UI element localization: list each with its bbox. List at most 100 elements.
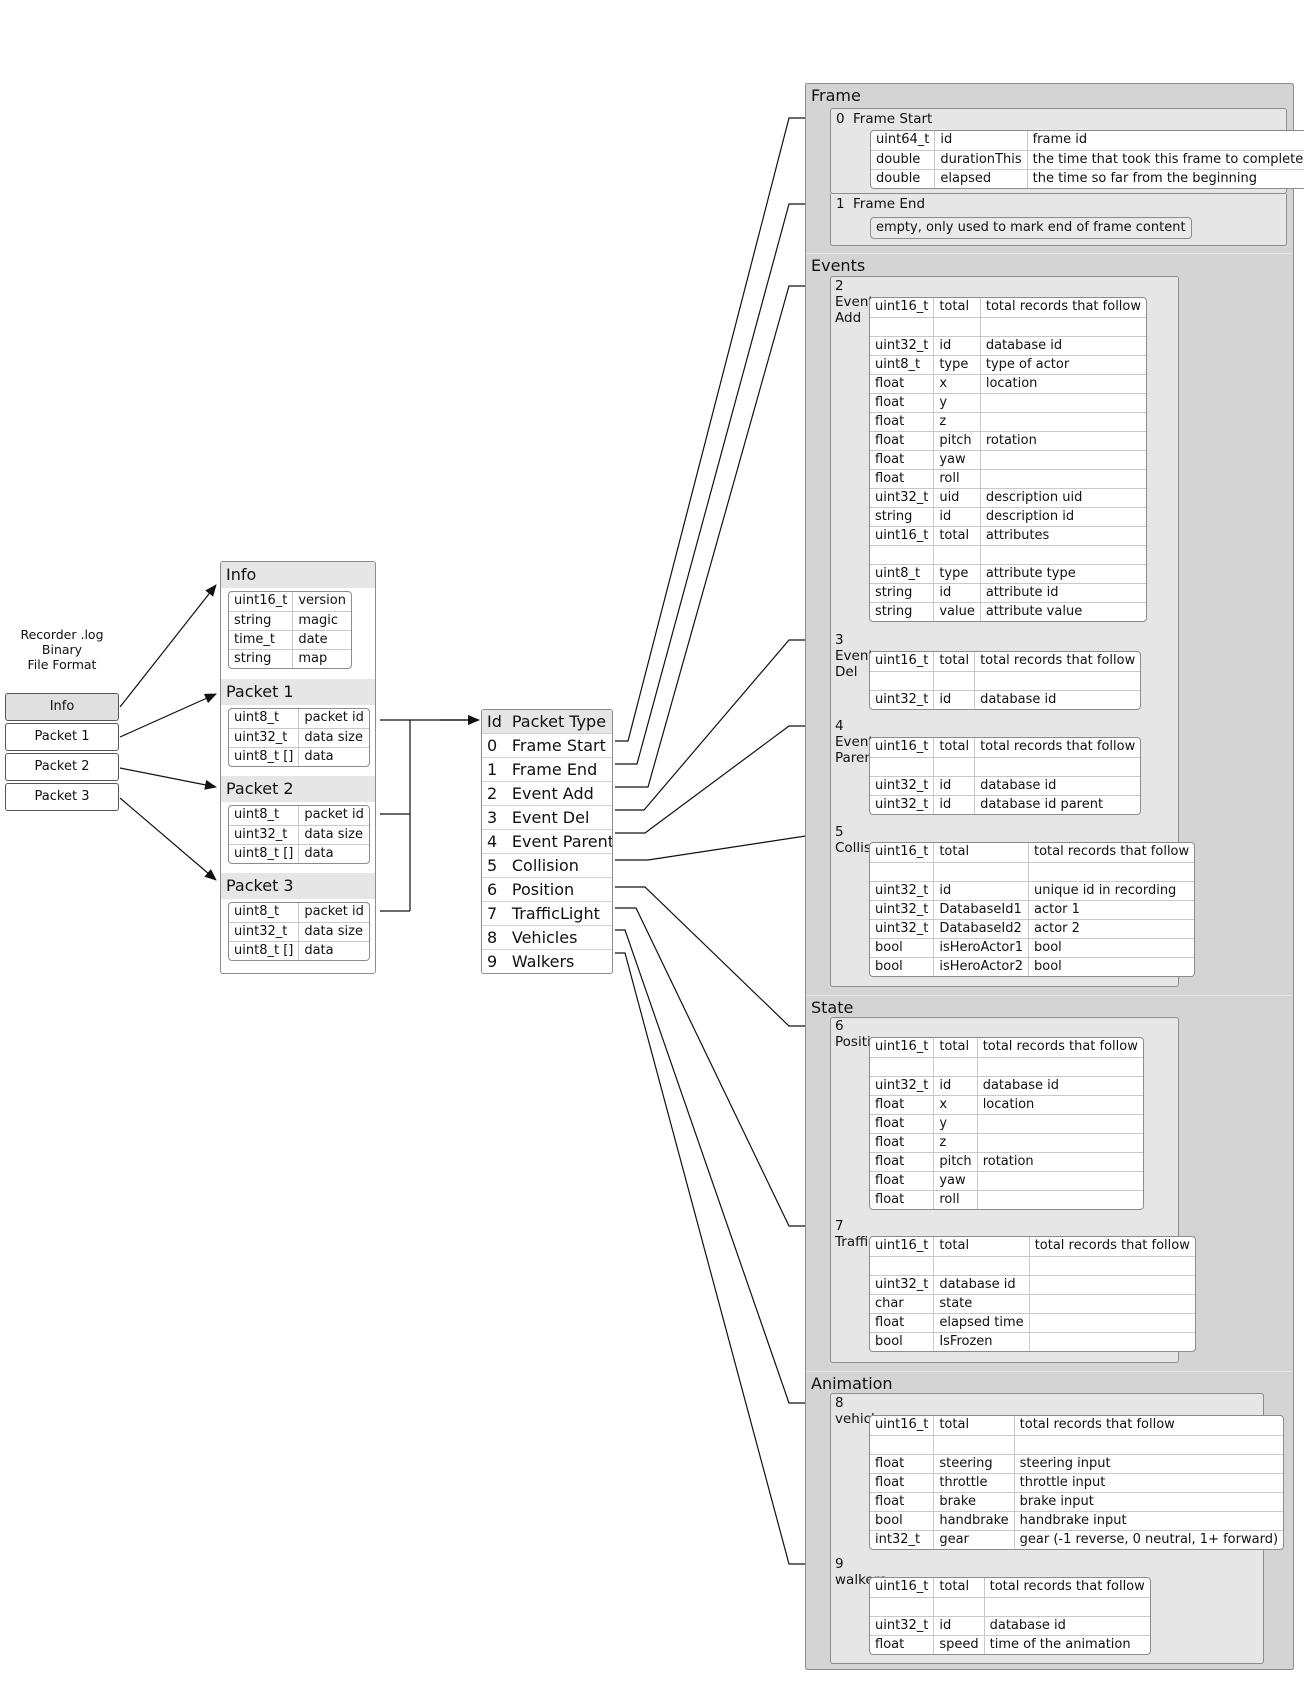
table-cell xyxy=(976,1170,1143,1191)
table-cell: Event Del xyxy=(506,805,612,830)
table-cell: data xyxy=(298,843,369,863)
table-cell xyxy=(976,1056,1143,1077)
table-cell: database id parent xyxy=(974,794,1141,814)
arrow-frame-start xyxy=(615,113,833,742)
table-cell: 7 xyxy=(482,901,507,926)
arrow-walkers xyxy=(615,952,833,1569)
table-cell: uint32_t xyxy=(870,775,935,796)
table-cell: gear (-1 reverse, 0 neutral, 1+ forward) xyxy=(1013,1529,1284,1549)
table-cell xyxy=(1027,861,1195,882)
file-box-packet-3[interactable]: Packet 3 xyxy=(5,783,119,811)
table-cell: uint32_t xyxy=(870,689,935,709)
table-cell xyxy=(1028,1331,1195,1351)
table-cell: TrafficLight xyxy=(506,901,612,926)
table-cell: Id xyxy=(482,710,507,734)
table-cell: string xyxy=(870,582,935,603)
table-cell xyxy=(979,316,1147,337)
table-cell: time_t xyxy=(229,629,294,650)
table-cell: uint32_t xyxy=(870,1615,935,1636)
table-cell: uint16_t xyxy=(870,738,935,758)
table-cell: DatabaseId1 xyxy=(933,899,1029,920)
table-cell: data size xyxy=(298,921,369,942)
section-title-frame: Frame xyxy=(811,86,861,105)
table-cell: pitch xyxy=(933,430,981,451)
table-cell: speed xyxy=(933,1634,985,1654)
file-box-packet-2[interactable]: Packet 2 xyxy=(5,753,119,781)
table-cell: x xyxy=(933,1094,978,1115)
table-cell: bool xyxy=(870,1331,935,1351)
table-cell: id xyxy=(934,131,1028,151)
packet-title: 8 xyxy=(835,1395,844,1411)
table-cell xyxy=(870,1056,935,1077)
table-row xyxy=(870,756,1141,777)
table-cell: double xyxy=(871,168,936,188)
table-cell xyxy=(933,1056,978,1077)
table-cell: Collision xyxy=(506,853,612,878)
arrow-info xyxy=(119,584,217,708)
table-cell: float xyxy=(870,411,935,432)
file-box-packet-1[interactable]: Packet 1 xyxy=(5,723,119,751)
table-cell: Packet Type xyxy=(506,710,612,734)
table-cell: 3 xyxy=(482,805,507,830)
table-cell: bool xyxy=(870,956,935,976)
table-cell xyxy=(974,756,1141,777)
table-row xyxy=(870,1596,1150,1617)
table-cell: date xyxy=(292,629,351,650)
table-cell: uint32_t xyxy=(229,824,300,845)
table-cell xyxy=(933,1255,1030,1276)
table-cell xyxy=(870,670,935,691)
table-cell: database id xyxy=(974,689,1141,709)
table-cell: rotation xyxy=(976,1151,1143,1172)
table-cell: roll xyxy=(933,1189,978,1209)
packet-title: 5 xyxy=(835,824,844,840)
table-cell: throttle xyxy=(933,1472,1015,1493)
table-cell: uint8_t xyxy=(870,354,935,375)
table-cell: location xyxy=(976,1094,1143,1115)
table-cell: string xyxy=(870,601,935,621)
table-cell: elapsed time xyxy=(933,1312,1030,1333)
table-cell: uint16_t xyxy=(870,1416,935,1436)
arrow-event-del xyxy=(615,635,833,811)
arrow-collision xyxy=(615,828,833,861)
table-cell: id xyxy=(933,775,976,796)
section-title-events: Events xyxy=(811,256,866,275)
table-cell: the time so far from the beginning xyxy=(1026,168,1304,188)
packet-title: 4Event Parent xyxy=(835,718,878,766)
table-cell: float xyxy=(870,1189,935,1209)
table-cell: bool xyxy=(1027,956,1195,976)
packet-title: 3Event Del xyxy=(835,632,874,680)
table-cell: string xyxy=(229,610,294,631)
sections-border xyxy=(805,83,1294,1670)
table-cell: id xyxy=(933,582,981,603)
table-cell: float xyxy=(870,392,935,413)
table-cell: actor 2 xyxy=(1027,918,1195,939)
table-cell: data xyxy=(298,746,369,766)
table-cell: database id xyxy=(976,1075,1143,1096)
file-box-info[interactable]: Info xyxy=(5,693,119,721)
table-cell: float xyxy=(870,430,935,451)
table-cell: uint16_t xyxy=(870,1237,935,1257)
table-row: uint8_t []data xyxy=(229,746,369,766)
table-cell xyxy=(870,544,935,565)
